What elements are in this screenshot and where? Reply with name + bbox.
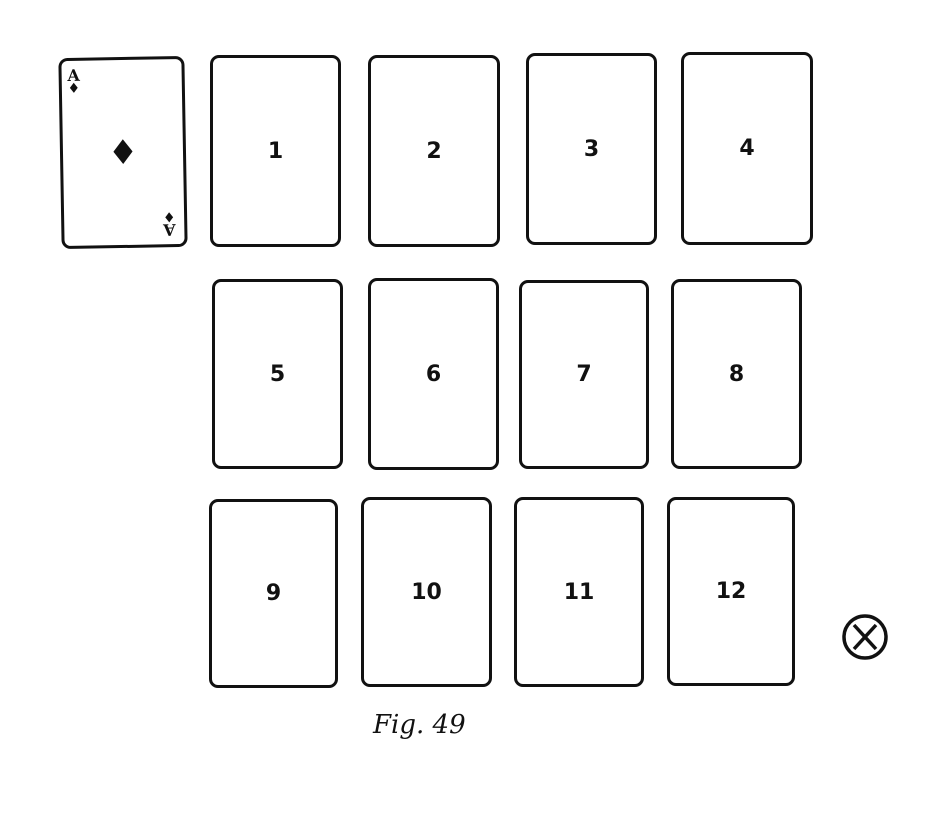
card-number: 7 [576,362,592,387]
card-number: 12 [715,579,747,604]
card-number: 1 [267,138,284,164]
card-number: 3 [583,136,600,162]
card-12: 12 [667,497,795,686]
card-10: 10 [361,497,492,687]
card-index-top: A ♦ [67,66,81,97]
card-number: 5 [269,361,286,387]
card-number: 10 [411,579,442,605]
card-1: 1 [210,55,341,247]
diamond-icon: ♦ [67,80,81,97]
card-5: 5 [212,279,343,469]
card-9: 9 [209,499,338,688]
card-number: 2 [426,138,442,164]
card-4: 4 [681,52,813,245]
card-3: 3 [526,53,657,245]
card-2: 2 [368,55,500,247]
card-number: 8 [728,361,745,387]
card-number: 4 [739,136,755,161]
diamond-icon: ♦ [107,132,139,173]
card-11: 11 [514,497,644,687]
card-number: 11 [563,579,595,605]
diamond-icon: ♦ [162,208,176,225]
card-8: 8 [671,279,802,469]
card-number: 6 [425,361,442,387]
card-6: 6 [368,278,499,470]
card-index-bottom: A ♦ [162,208,176,239]
figure-caption: Fig. 49 [373,710,466,740]
circled-x-icon [842,614,888,660]
ace-of-diamonds-card: A ♦ ♦ A ♦ [58,55,188,250]
card-7: 7 [519,280,649,469]
card-number: 9 [265,581,282,606]
